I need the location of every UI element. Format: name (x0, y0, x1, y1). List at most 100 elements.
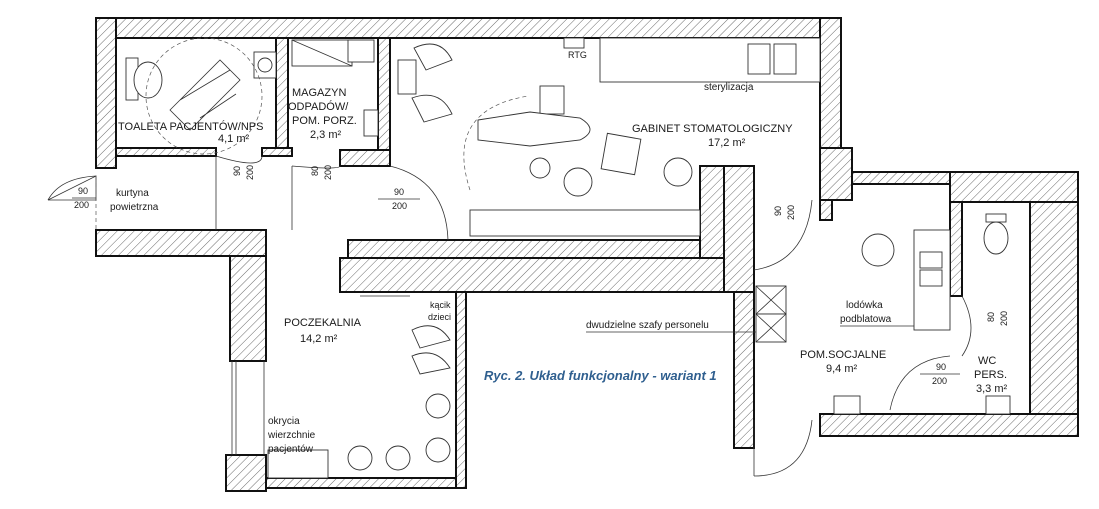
storage-door-arc (291, 165, 341, 169)
social-door-arc (889, 355, 951, 411)
wc-area: 3,3 m² (976, 383, 1008, 395)
wc-pers-tank (985, 213, 1007, 223)
coats-label-3: pacjentów (268, 444, 314, 455)
dim-entry-w: 90 (78, 186, 88, 196)
dim-toilet-h: 200 (245, 165, 255, 180)
wall-left-upper (95, 17, 117, 169)
office-area: 17,2 m² (708, 137, 746, 149)
social-chair (861, 233, 895, 267)
wheelchair-icon (169, 59, 241, 131)
wall-toilet-bottom-2 (261, 147, 293, 157)
walls (95, 17, 1079, 492)
kids-label-1: kącik (430, 300, 451, 310)
storage-small-sink (363, 109, 379, 137)
rtg-unit (563, 37, 585, 49)
wc-name-2: PERS. (974, 369, 1007, 381)
dim-social-h: 200 (932, 376, 947, 386)
office-cart (600, 132, 642, 176)
wc-pers-sink (985, 395, 1011, 415)
wall-central-lower (339, 257, 751, 293)
wall-top (95, 17, 842, 39)
social-sink-1 (919, 251, 943, 269)
wall-social-left (819, 199, 833, 221)
wc-door-arc (961, 295, 972, 357)
fixtures (125, 37, 1011, 479)
dim-staff-h: 200 (786, 205, 796, 220)
coat-rack (267, 449, 329, 479)
sterilization-sink-1 (747, 43, 771, 75)
wardrobes-label: dwudzielne szafy personelu (586, 320, 709, 331)
dental-chair (477, 111, 591, 147)
storage-sink (347, 39, 375, 63)
fridge-label-2: podblatowa (840, 314, 892, 325)
dim-office-w: 90 (394, 187, 404, 197)
wall-toilet-storage (275, 37, 289, 151)
office-right-door-arc (753, 199, 813, 271)
social-sink-2 (919, 269, 943, 287)
wall-social-top (851, 171, 951, 185)
office-sink (663, 157, 693, 187)
social-area: 9,4 m² (826, 363, 858, 375)
dim-entry-h: 200 (74, 200, 89, 210)
office-chair-1 (413, 43, 453, 71)
wall-waiting-bottom (265, 477, 461, 489)
staff-door-arc (753, 419, 813, 477)
toilet-area: 4,1 m² (218, 133, 250, 145)
coats-label-2: wierzchnie (267, 430, 316, 441)
wall-far-right-top (949, 171, 1079, 203)
storage-area: 2,3 m² (310, 129, 342, 141)
waiting-name: POCZEKALNIA (284, 317, 362, 329)
wall-central (347, 239, 725, 259)
waiting-chair-1 (411, 325, 451, 349)
door-dimensions: 90 200 90 200 80 200 90 200 90 200 90 20… (72, 165, 1009, 386)
figure-caption: Ryc. 2. Układ funkcjonalny - wariant 1 (484, 368, 717, 383)
wall-waiting-left (229, 255, 267, 362)
social-sink-bottom (833, 395, 861, 415)
wall-wc-right (1029, 185, 1079, 437)
dim-staff-w: 90 (773, 206, 783, 216)
dim-storage-h: 200 (323, 165, 333, 180)
waiting-chair-3 (425, 393, 451, 419)
dim-wc-h: 200 (999, 311, 1009, 326)
waiting-chair-2 (411, 352, 451, 375)
office-counter (469, 209, 701, 237)
toilet-sink-basin (257, 57, 273, 73)
dental-unit-box (539, 85, 565, 115)
social-name: POM.SOCJALNE (800, 349, 886, 361)
dim-storage-w: 80 (310, 166, 320, 176)
chair-motion-arc (463, 95, 529, 191)
entrance-door-arc (47, 175, 97, 201)
waiting-chair-5 (347, 445, 373, 471)
office-door-arc (389, 165, 449, 241)
office-chair-2 (411, 94, 453, 123)
wall-social-bottom (819, 413, 1079, 437)
waiting-chair-4 (425, 437, 451, 463)
dim-social-w: 90 (936, 362, 946, 372)
waiting-area: 14,2 m² (300, 333, 338, 345)
room-labels: TOALETA PACJENTÓW/NPS 4,1 m² MAGAZYN ODP… (118, 87, 1008, 395)
storage-name-3: POM. PORZ. (292, 115, 357, 127)
dim-office-h: 200 (392, 201, 407, 211)
wheelchair-turning-circle (145, 37, 263, 155)
waiting-chair-6 (385, 445, 411, 471)
rtg-label: RTG (568, 50, 587, 60)
dentist-stool (563, 167, 593, 197)
air-curtain-label-2: powietrzna (110, 202, 159, 213)
fridge-label-1: lodówka (846, 300, 883, 311)
wall-vertical-right (733, 291, 755, 449)
dental-cabinet (397, 59, 417, 95)
wall-left-lower (95, 229, 267, 257)
kids-label-2: dzieci (428, 312, 451, 322)
wall-right-pillar (819, 147, 853, 201)
annotations: RTG sterylizacja kurtyna powietrzna kąci… (110, 50, 914, 455)
wall-central-right (723, 165, 755, 293)
wall-storage-bottom (339, 149, 391, 167)
wc-name-1: WC (978, 355, 996, 367)
toilet-name: TOALETA PACJENTÓW/NPS (118, 120, 263, 133)
storage-name-1: MAGAZYN (292, 87, 346, 99)
sterilization-sink-2 (773, 43, 797, 75)
wall-right-office (819, 17, 842, 149)
dim-toilet-w: 90 (232, 166, 242, 176)
assistant-stool (529, 157, 551, 179)
